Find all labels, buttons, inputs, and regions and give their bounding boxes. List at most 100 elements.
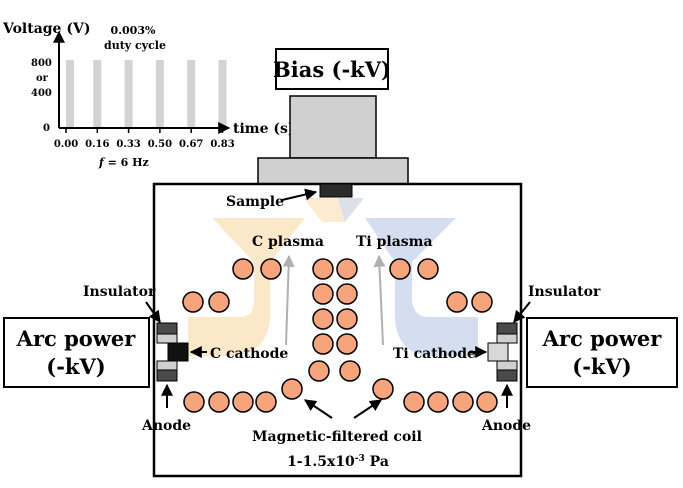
anode-left (156, 369, 178, 382)
y-tick-800: 800 (31, 58, 52, 69)
insulator-right-arrow (513, 301, 531, 323)
duty-cycle-label: duty cycle (104, 39, 166, 52)
anode-left-label: Anode (141, 418, 191, 434)
arc-power-right-unit: (-kV) (572, 354, 631, 379)
coil-turn (232, 258, 254, 280)
arc-power-left-title: Arc power (16, 326, 137, 351)
x-tick-label: 0.33 (116, 139, 140, 150)
ti-plasma-label: Ti plasma (356, 234, 433, 250)
insulator-left-top (156, 322, 178, 335)
x-tick-label: 0.67 (179, 139, 203, 150)
insulator-left-arrow (145, 301, 161, 323)
frequency-symbol: f (98, 156, 106, 169)
ti-cathode (487, 342, 509, 362)
bias-label: Bias (-kV) (273, 57, 391, 82)
x-tick-label: 0.16 (85, 139, 109, 150)
coil-turn (336, 258, 358, 280)
frequency-value: = 6 Hz (104, 156, 149, 169)
coil-turn (208, 391, 230, 413)
arc-power-left-unit: (-kV) (46, 354, 105, 379)
arc-power-left-box (3, 317, 150, 388)
c-cathode (167, 342, 189, 362)
pulse-voltage-chart: Voltage (V) 0.003% duty cycle 800 or 400… (2, 21, 295, 169)
coil-turn (208, 291, 230, 313)
insulator-right-low (496, 360, 518, 371)
coil-turn (182, 291, 204, 313)
coil-turn (183, 391, 205, 413)
pressure-unit: Pa (365, 454, 389, 470)
arc-power-right-title: Arc power (542, 326, 663, 351)
coil-turn (312, 258, 334, 280)
coil-arrow-right (353, 399, 382, 419)
coil-turn (260, 258, 282, 280)
coil-turn (308, 360, 330, 382)
coil-turn (281, 378, 303, 400)
insulator-left-label: Insulator (83, 284, 156, 300)
coil-turn (452, 391, 474, 413)
pulse-bar (187, 60, 196, 128)
chart-xlabel: time (s) (233, 121, 295, 137)
y-tick-400: 400 (31, 88, 52, 99)
coil-label: Magnetic-filtered coil (252, 429, 422, 445)
coil-turn (312, 333, 334, 355)
pressure-base: 1-1.5x10 (287, 454, 355, 470)
anode-right (496, 369, 518, 382)
magnetic-filtered-coil (182, 258, 498, 413)
pulse-bars (66, 60, 227, 128)
insulator-left-low (156, 360, 178, 371)
anode-right-label: Anode (481, 418, 531, 434)
duty-cycle-value: 0.003% (111, 24, 156, 37)
coil-turn (232, 391, 254, 413)
pulse-bar (218, 60, 227, 128)
insulator-right-label: Insulator (528, 284, 601, 300)
c-plasma-label: C plasma (252, 234, 324, 250)
coil-turn (389, 258, 411, 280)
pulse-bar (93, 60, 102, 128)
coil-turn (339, 360, 361, 382)
x-tick-label: 0.50 (148, 139, 172, 150)
plasma-merge-zone-ti (338, 198, 364, 222)
c-plasma-flow-arrow (282, 254, 295, 346)
ti-plasma-stream (365, 218, 478, 356)
coil-turn (336, 283, 358, 305)
coil-turn (403, 391, 425, 413)
ti-cathode-label: Ti cathode (393, 346, 476, 362)
coil-turn (372, 378, 394, 400)
sample-label: Sample (226, 194, 284, 210)
coil-turn (417, 258, 439, 280)
arc-power-right-box (526, 317, 678, 388)
stage-block (289, 95, 377, 159)
stage-plate (257, 157, 409, 185)
pulse-bar (155, 60, 164, 128)
chart-ylabel: Voltage (V) (2, 21, 90, 37)
pulse-bar (66, 60, 74, 128)
coil-turn (312, 283, 334, 305)
coil-turn (336, 308, 358, 330)
insulator-right-mid (496, 333, 518, 344)
sample-arrow (281, 188, 318, 201)
c-plasma-stream (188, 218, 305, 356)
c-cathode-label: C cathode (210, 346, 288, 362)
x-tick-label: 0.83 (210, 139, 234, 150)
y-tick-0: 0 (43, 123, 50, 134)
coil-turn (471, 291, 493, 313)
sample (319, 183, 353, 198)
frequency-label: f = 6 Hz (98, 156, 149, 169)
coil-turn (312, 308, 334, 330)
pressure-exponent: -3 (355, 454, 365, 464)
x-tick-label: 0.00 (54, 139, 78, 150)
insulator-right-top (496, 322, 518, 335)
ti-plasma-flow-arrow (373, 254, 386, 346)
coil-turn (336, 333, 358, 355)
coil-arrow-left (304, 399, 333, 419)
pulse-bar (124, 60, 133, 128)
coil-turn (476, 391, 498, 413)
bias-box (275, 48, 389, 90)
coil-turn (427, 391, 449, 413)
coil-turn (446, 291, 468, 313)
coil-turn (255, 391, 277, 413)
pressure-label: 1-1.5x10-3 Pa (287, 454, 389, 470)
y-tick-or: or (36, 73, 49, 84)
x-ticks: 0.00 0.16 0.33 0.50 0.67 0.83 (54, 128, 235, 150)
